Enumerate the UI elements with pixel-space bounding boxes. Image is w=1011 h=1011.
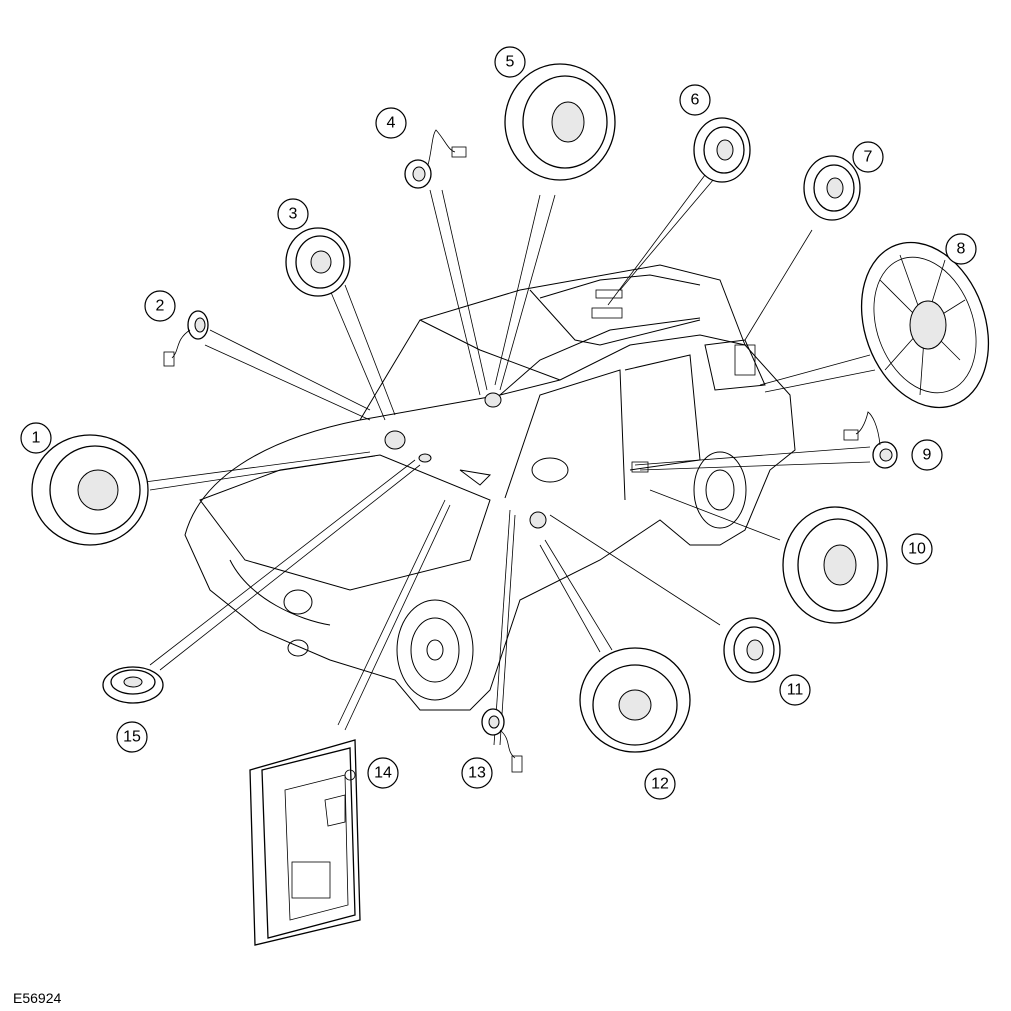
callout-2: 2 bbox=[144, 290, 176, 322]
speaker-5 bbox=[504, 63, 616, 181]
svg-text:4: 4 bbox=[387, 115, 396, 132]
svg-text:15: 15 bbox=[123, 729, 141, 746]
speaker-10 bbox=[782, 506, 888, 624]
svg-text:14: 14 bbox=[374, 765, 392, 782]
subwoofer-8 bbox=[860, 241, 990, 409]
tweeter-4 bbox=[404, 129, 467, 189]
svg-text:1: 1 bbox=[32, 430, 41, 447]
callout-11: 11 bbox=[779, 674, 811, 706]
speaker-1 bbox=[31, 434, 149, 546]
callout-3: 3 bbox=[277, 198, 309, 230]
amplifier-14 bbox=[249, 739, 361, 946]
svg-text:10: 10 bbox=[908, 541, 926, 558]
speaker-3 bbox=[285, 227, 351, 297]
svg-text:3: 3 bbox=[289, 206, 298, 223]
speaker-15 bbox=[102, 666, 164, 704]
leader-lines bbox=[84, 159, 876, 746]
svg-text:6: 6 bbox=[691, 92, 700, 109]
svg-text:7: 7 bbox=[864, 149, 873, 166]
speaker-12 bbox=[579, 647, 691, 753]
callout-12: 12 bbox=[644, 768, 676, 800]
callout-6: 6 bbox=[679, 84, 711, 116]
speaker-7 bbox=[803, 155, 861, 221]
callout-10: 10 bbox=[901, 533, 933, 565]
speaker-11 bbox=[723, 617, 781, 683]
speaker-6 bbox=[693, 117, 751, 183]
callout-15: 15 bbox=[116, 721, 148, 753]
callout-5: 5 bbox=[494, 46, 526, 78]
svg-text:5: 5 bbox=[506, 54, 515, 71]
svg-text:9: 9 bbox=[923, 447, 932, 464]
callout-13: 13 bbox=[461, 757, 493, 789]
svg-text:11: 11 bbox=[787, 682, 804, 699]
figure-id-label: E56924 bbox=[13, 990, 62, 1006]
callout-4: 4 bbox=[375, 107, 407, 139]
callout-9: 9 bbox=[911, 439, 943, 471]
svg-text:13: 13 bbox=[468, 765, 486, 782]
tweeter-13 bbox=[481, 708, 523, 773]
svg-text:8: 8 bbox=[957, 241, 966, 258]
callout-7: 7 bbox=[852, 141, 884, 173]
vehicle-illustration bbox=[184, 264, 796, 711]
svg-text:12: 12 bbox=[651, 776, 669, 793]
svg-text:2: 2 bbox=[156, 298, 165, 315]
tweeter-2 bbox=[163, 310, 209, 367]
callout-14: 14 bbox=[367, 757, 399, 789]
callout-1: 1 bbox=[20, 422, 52, 454]
callout-8: 8 bbox=[945, 233, 977, 265]
tweeter-9 bbox=[843, 411, 898, 469]
